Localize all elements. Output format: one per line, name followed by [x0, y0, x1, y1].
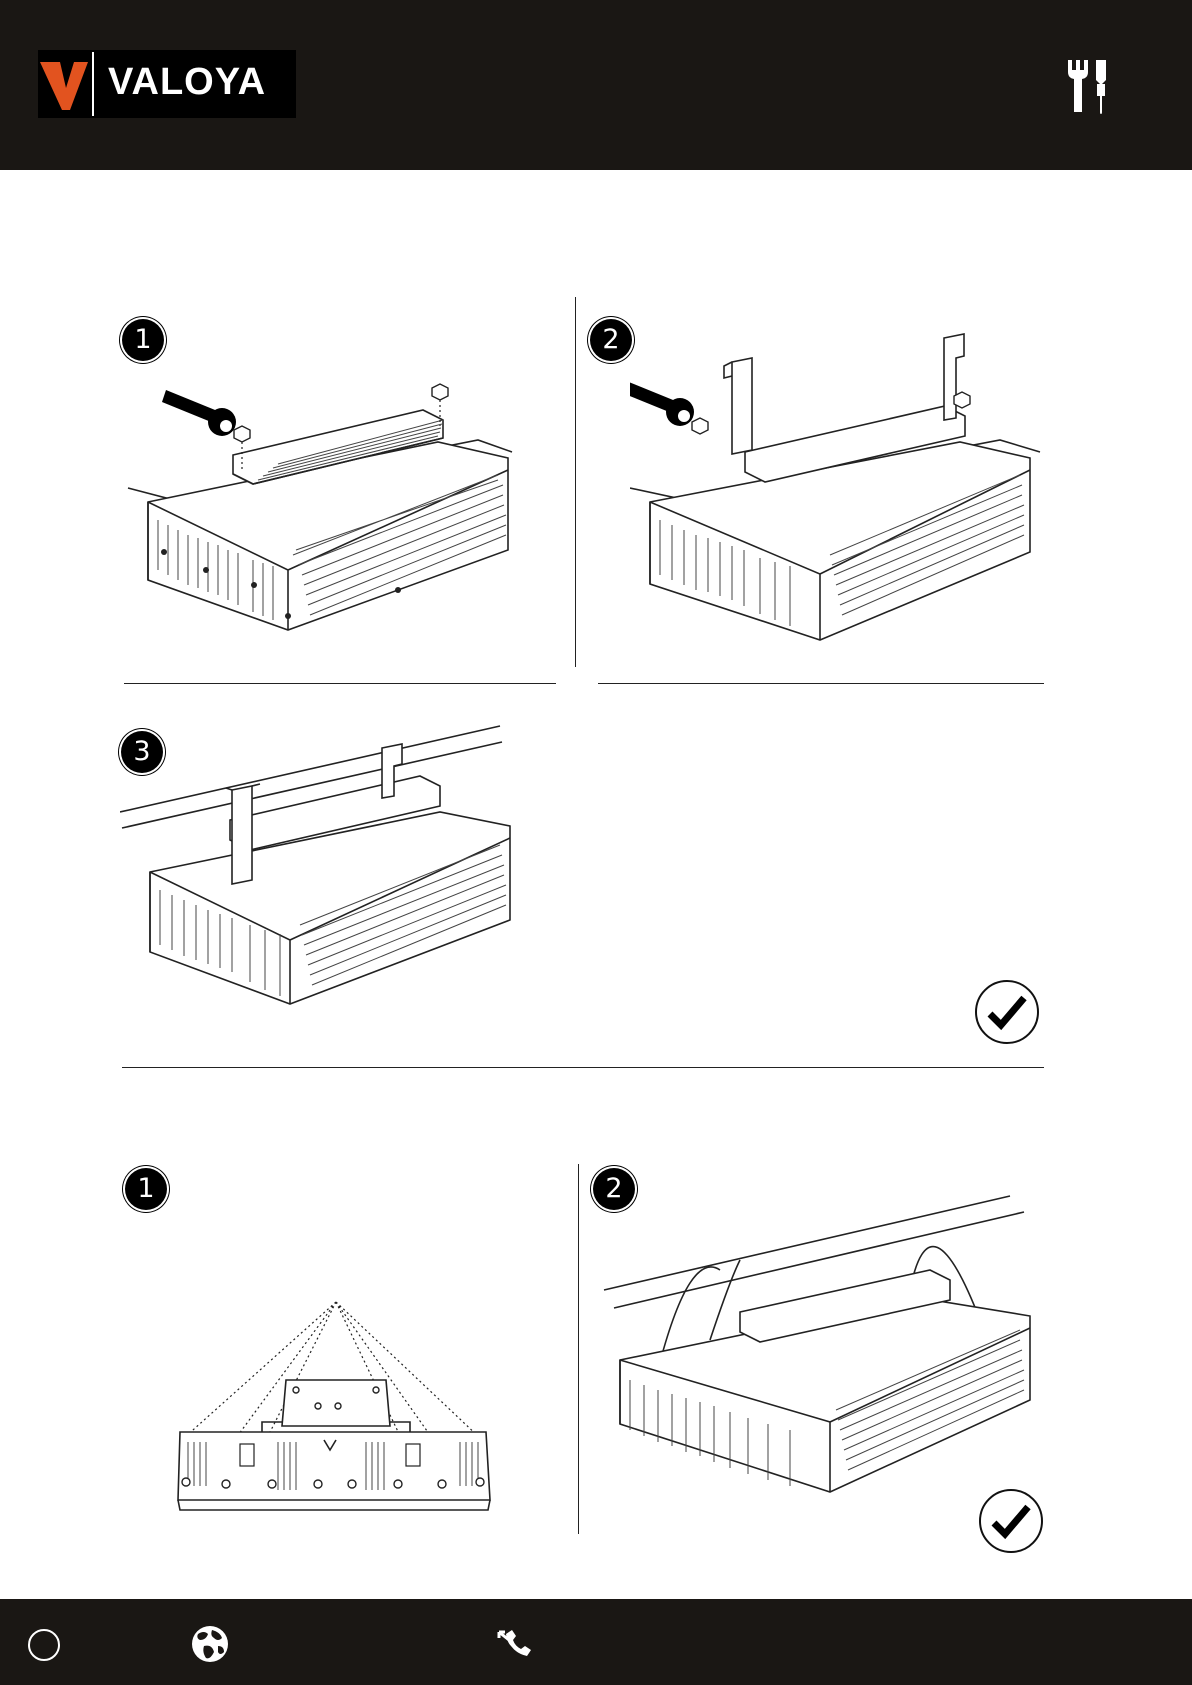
figure-step-3-hang-on-rail [120, 720, 520, 1010]
checkmark-icon [973, 978, 1041, 1046]
globe-icon [190, 1624, 230, 1664]
divider-horizontal [124, 683, 556, 684]
checkmark-icon [977, 1487, 1045, 1555]
step-2-badge: 2 [590, 319, 632, 361]
divider-vertical [575, 297, 576, 667]
step-1-badge: 1 [125, 1168, 167, 1210]
footer [0, 1599, 1192, 1685]
logo-v-icon [38, 50, 98, 118]
logo: VALOYA [38, 50, 296, 118]
figure-step-1-bracket-screws [118, 380, 518, 650]
step-1-badge: 1 [122, 319, 164, 361]
wrench-icon [162, 390, 236, 436]
header: VALOYA [0, 0, 1192, 170]
circle-icon [28, 1629, 60, 1661]
figure-wire-attachment-points [170, 1290, 500, 1515]
figure-step-2-attach-brackets [630, 330, 1050, 650]
figure-step-2-hang-on-wires [600, 1190, 1040, 1510]
divider-vertical [578, 1164, 579, 1534]
divider-horizontal [598, 683, 1044, 684]
wrench-icon [630, 380, 694, 426]
tools-icon [1064, 58, 1112, 114]
phone-icon [495, 1624, 537, 1664]
brand-name: VALOYA [108, 61, 266, 104]
section-divider [122, 1067, 1044, 1068]
